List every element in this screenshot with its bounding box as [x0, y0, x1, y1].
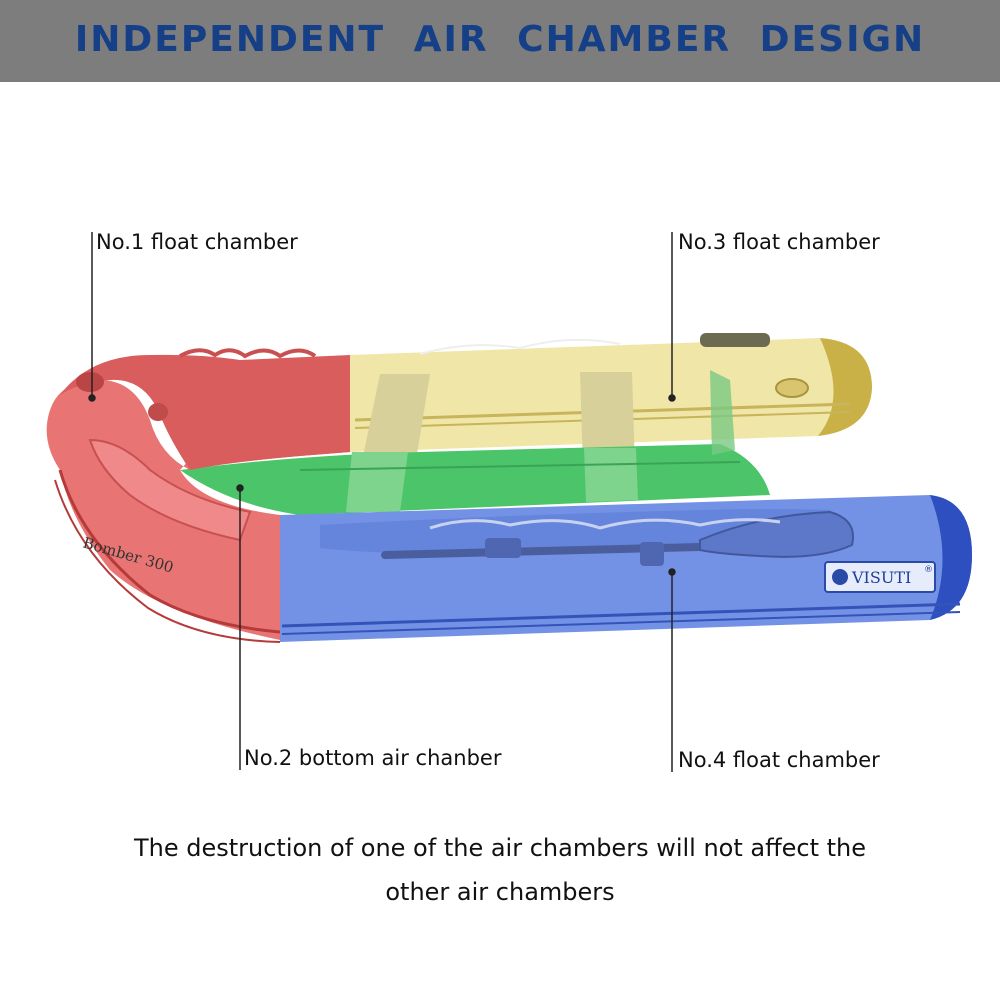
boat-diagram: Bomber 300 VISUTI ® — [46, 232, 972, 772]
chamber-2-green-floor — [180, 370, 770, 515]
leader-dot-chamber-2 — [236, 484, 244, 492]
chamber-4-label: No.4 float chamber — [678, 748, 880, 772]
chamber-1-label: No.1 float chamber — [96, 230, 298, 254]
caption-line-1: The destruction of one of the air chambe… — [133, 834, 867, 862]
banner-title: INDEPENDENT AIR CHAMBER DESIGN — [74, 18, 926, 60]
caption: The destruction of one of the air chambe… — [0, 826, 1000, 914]
brand-label-text: VISUTI — [851, 568, 911, 587]
brand-registered-mark: ® — [924, 565, 933, 575]
leader-lines — [88, 232, 676, 772]
caption-line-2: other air chambers — [385, 878, 615, 906]
chamber-2-label: No.2 bottom air chanber — [244, 746, 502, 770]
chamber-4-blue-tube: VISUTI ® — [280, 495, 972, 642]
leader-dot-chamber-1 — [88, 394, 96, 402]
chamber-3-label: No.3 float chamber — [678, 230, 880, 254]
leader-dot-chamber-4 — [668, 568, 676, 576]
title-banner: INDEPENDENT AIR CHAMBER DESIGN — [0, 0, 1000, 82]
leader-dot-chamber-3 — [668, 394, 676, 402]
chamber-1-red-tube: Bomber 300 — [46, 348, 351, 643]
